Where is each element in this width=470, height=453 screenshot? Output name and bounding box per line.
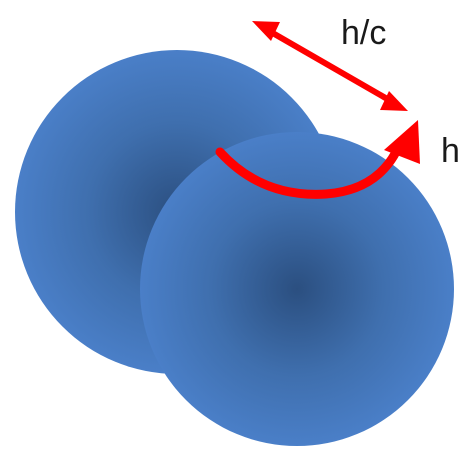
rotation-arrow [215,143,403,199]
separation-label: h/c [341,14,386,52]
separation-arrow [262,25,398,107]
rotation-arrow-head [384,120,420,164]
separation-arrow-head-start [252,21,280,41]
rotation-label: h [441,132,460,170]
separation-arrow-head-end [380,91,408,111]
front-sphere [140,132,454,446]
